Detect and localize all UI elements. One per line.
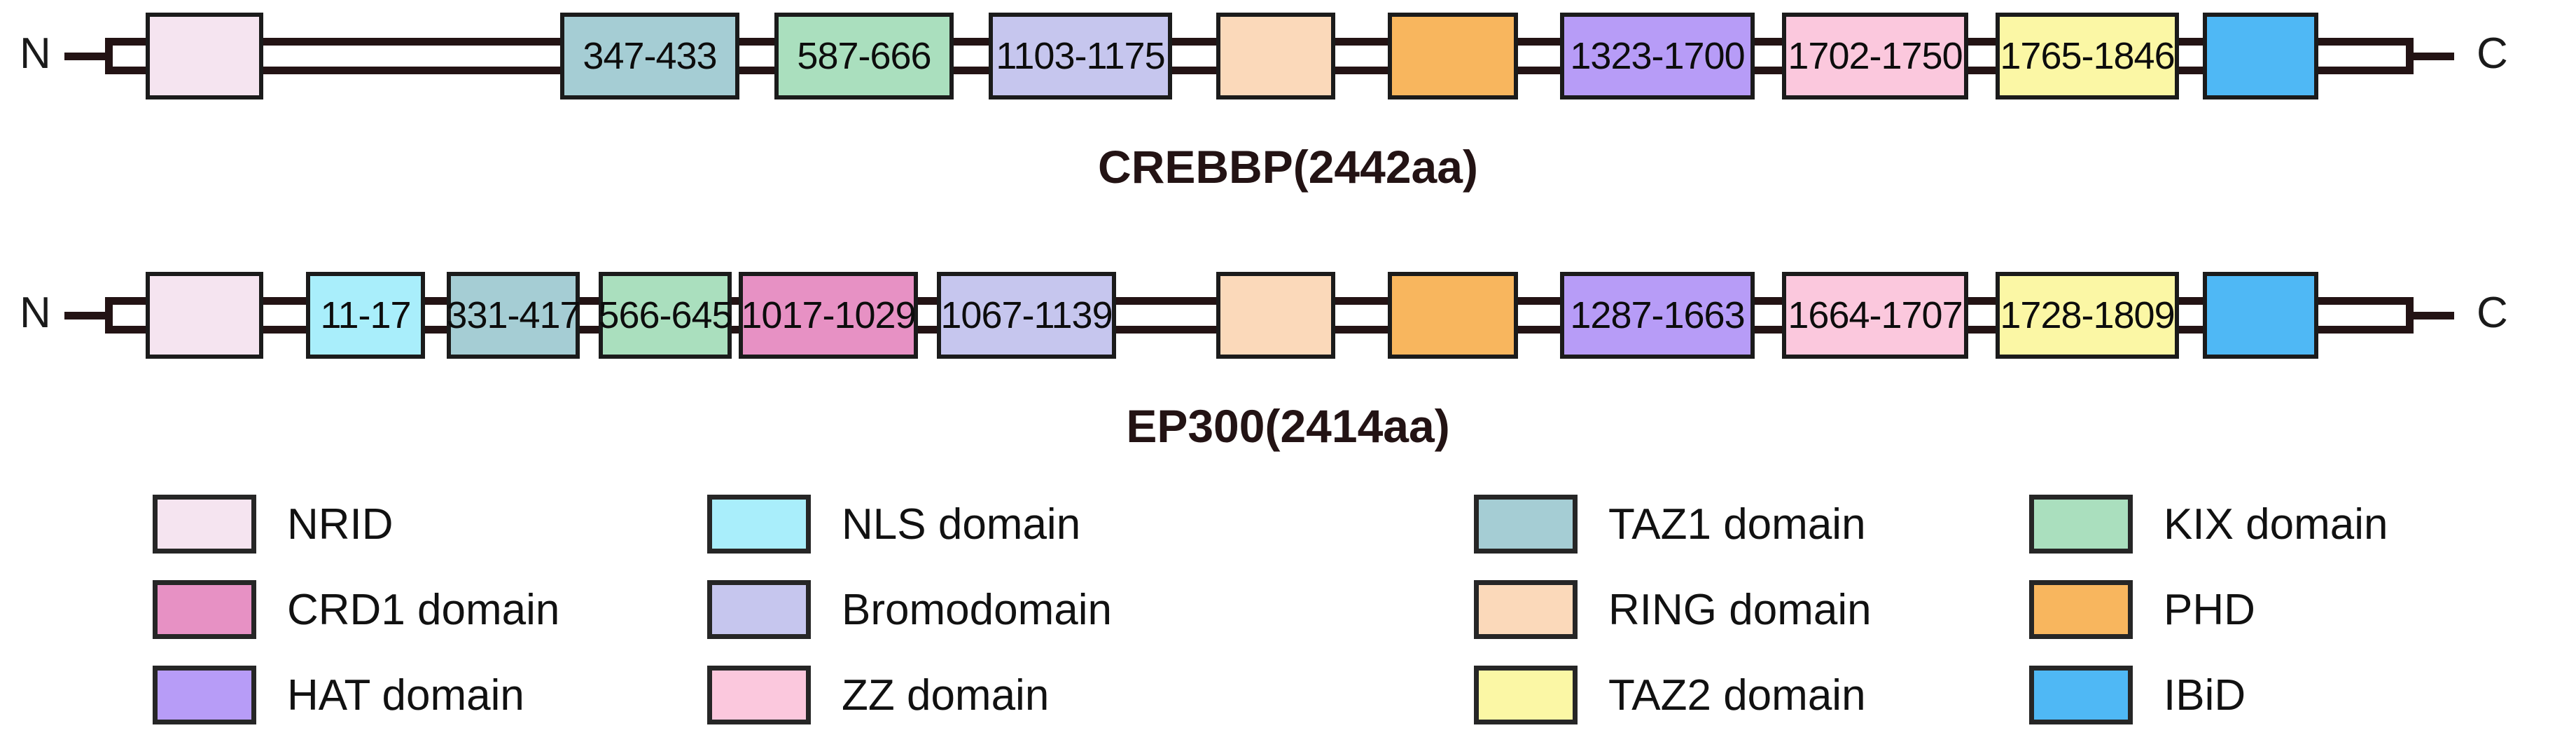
legend-swatch-bromodomain bbox=[707, 580, 811, 639]
domain-box-ep300-nls[interactable]: 11-17 bbox=[306, 272, 425, 359]
legend-label: CRD1 domain bbox=[287, 585, 560, 634]
legend-item-nrid[interactable]: NRID bbox=[153, 495, 394, 554]
legend-swatch-nrid bbox=[153, 495, 256, 554]
domain-box-crebbp-phd[interactable] bbox=[1388, 13, 1518, 99]
domain-box-crebbp-hat[interactable]: 1323-1700 bbox=[1560, 13, 1755, 99]
legend-item-kix[interactable]: KIX domain bbox=[2029, 495, 2388, 554]
domain-range-label: 347-433 bbox=[583, 35, 717, 77]
legend-item-nls[interactable]: NLS domain bbox=[707, 495, 1080, 554]
backbone-cap-right-crebbp bbox=[2406, 38, 2414, 74]
domain-range-label: 331-417 bbox=[446, 294, 580, 336]
legend-swatch-taz1 bbox=[1474, 495, 1578, 554]
domain-range-label: 1067-1139 bbox=[940, 294, 1113, 336]
c-terminus-label-crebbp: C bbox=[2477, 29, 2508, 78]
backbone-c-tail-ep300 bbox=[2414, 312, 2454, 319]
legend-item-bromodomain[interactable]: Bromodomain bbox=[707, 580, 1112, 639]
protein-title-crebbp: CREBBP(2442aa) bbox=[1098, 141, 1478, 193]
domain-range-label: 1702-1750 bbox=[1788, 35, 1963, 77]
domain-box-ep300-taz1[interactable]: 331-417 bbox=[446, 272, 581, 359]
legend-item-ring[interactable]: RING domain bbox=[1474, 580, 1872, 639]
legend-swatch-ibid bbox=[2029, 666, 2133, 724]
domain-box-ep300-crd1[interactable]: 1017-1029 bbox=[739, 272, 918, 359]
domain-range-label: 11-17 bbox=[320, 294, 411, 336]
backbone-cap-right-ep300 bbox=[2406, 297, 2414, 334]
protein-track-crebbp: N C 347-433 587-666 1103-1175 1323-1700 1702-… bbox=[0, 4, 2576, 109]
domain-range-label: 1323-1700 bbox=[1570, 35, 1745, 77]
domain-box-crebbp-ring[interactable] bbox=[1216, 13, 1335, 99]
legend-label: NLS domain bbox=[842, 500, 1081, 549]
legend-label: HAT domain bbox=[287, 671, 524, 720]
backbone-n-tail-ep300 bbox=[64, 312, 105, 319]
domain-box-ep300-kix[interactable]: 566-645 bbox=[598, 272, 733, 359]
domain-range-label: 1103-1175 bbox=[996, 35, 1165, 77]
legend-label: IBiD bbox=[2164, 671, 2246, 720]
legend-label: RING domain bbox=[1608, 585, 1872, 634]
legend-swatch-ring bbox=[1474, 580, 1578, 639]
legend-item-zz[interactable]: ZZ domain bbox=[707, 666, 1049, 724]
legend-item-taz2[interactable]: TAZ2 domain bbox=[1474, 666, 1866, 724]
domain-box-ep300-taz2[interactable]: 1728-1809 bbox=[1996, 272, 2179, 359]
domain-box-crebbp-bromodomain[interactable]: 1103-1175 bbox=[989, 13, 1172, 99]
legend-item-ibid[interactable]: IBiD bbox=[2029, 666, 2246, 724]
legend-swatch-kix bbox=[2029, 495, 2133, 554]
domain-range-label: 1728-1809 bbox=[2000, 294, 2175, 336]
domain-box-crebbp-taz2[interactable]: 1765-1846 bbox=[1996, 13, 2179, 99]
domain-box-crebbp-nrid[interactable] bbox=[146, 13, 263, 99]
domain-range-label: 1287-1663 bbox=[1570, 294, 1745, 336]
domain-box-ep300-ring[interactable] bbox=[1216, 272, 1335, 359]
legend-label: TAZ2 domain bbox=[1608, 671, 1866, 720]
domain-box-ep300-nrid[interactable] bbox=[146, 272, 263, 359]
legend-item-phd[interactable]: PHD bbox=[2029, 580, 2255, 639]
legend-swatch-zz bbox=[707, 666, 811, 724]
domain-box-crebbp-kix[interactable]: 587-666 bbox=[774, 13, 954, 99]
legend-swatch-nls bbox=[707, 495, 811, 554]
domain-box-ep300-ibid[interactable] bbox=[2203, 272, 2318, 359]
domain-range-label: 1765-1846 bbox=[2000, 35, 2175, 77]
legend-item-crd1[interactable]: CRD1 domain bbox=[153, 580, 559, 639]
legend-swatch-hat bbox=[153, 666, 256, 724]
backbone-cap-left-ep300 bbox=[105, 297, 113, 334]
c-terminus-label-ep300: C bbox=[2477, 289, 2508, 337]
legend-label: TAZ1 domain bbox=[1608, 500, 1866, 549]
legend-item-hat[interactable]: HAT domain bbox=[153, 666, 524, 724]
backbone-n-tail-crebbp bbox=[64, 53, 105, 60]
domain-box-ep300-phd[interactable] bbox=[1388, 272, 1518, 359]
domain-range-label: 587-666 bbox=[797, 35, 931, 77]
legend-swatch-crd1 bbox=[153, 580, 256, 639]
domain-box-ep300-bromodomain[interactable]: 1067-1139 bbox=[937, 272, 1116, 359]
legend-item-taz1[interactable]: TAZ1 domain bbox=[1474, 495, 1866, 554]
legend-swatch-phd bbox=[2029, 580, 2133, 639]
legend-swatch-taz2 bbox=[1474, 666, 1578, 724]
domain-box-ep300-hat[interactable]: 1287-1663 bbox=[1560, 272, 1755, 359]
domain-range-label: 566-645 bbox=[598, 294, 732, 336]
legend-label: Bromodomain bbox=[842, 585, 1112, 634]
backbone-cap-left-crebbp bbox=[105, 38, 113, 74]
legend-label: PHD bbox=[2164, 585, 2255, 634]
legend-label: KIX domain bbox=[2164, 500, 2388, 549]
domain-range-label: 1017-1029 bbox=[741, 294, 916, 336]
domain-range-label: 1664-1707 bbox=[1788, 294, 1963, 336]
n-terminus-label-ep300: N bbox=[20, 289, 51, 337]
legend-label: NRID bbox=[287, 500, 394, 549]
domain-box-crebbp-ibid[interactable] bbox=[2203, 13, 2318, 99]
domain-box-crebbp-zz[interactable]: 1702-1750 bbox=[1782, 13, 1968, 99]
legend-label: ZZ domain bbox=[842, 671, 1050, 720]
domain-box-ep300-zz[interactable]: 1664-1707 bbox=[1782, 272, 1968, 359]
n-terminus-label-crebbp: N bbox=[20, 29, 51, 78]
backbone-c-tail-crebbp bbox=[2414, 53, 2454, 60]
protein-title-ep300: EP300(2414aa) bbox=[1126, 400, 1450, 452]
domain-box-crebbp-taz1[interactable]: 347-433 bbox=[560, 13, 739, 99]
